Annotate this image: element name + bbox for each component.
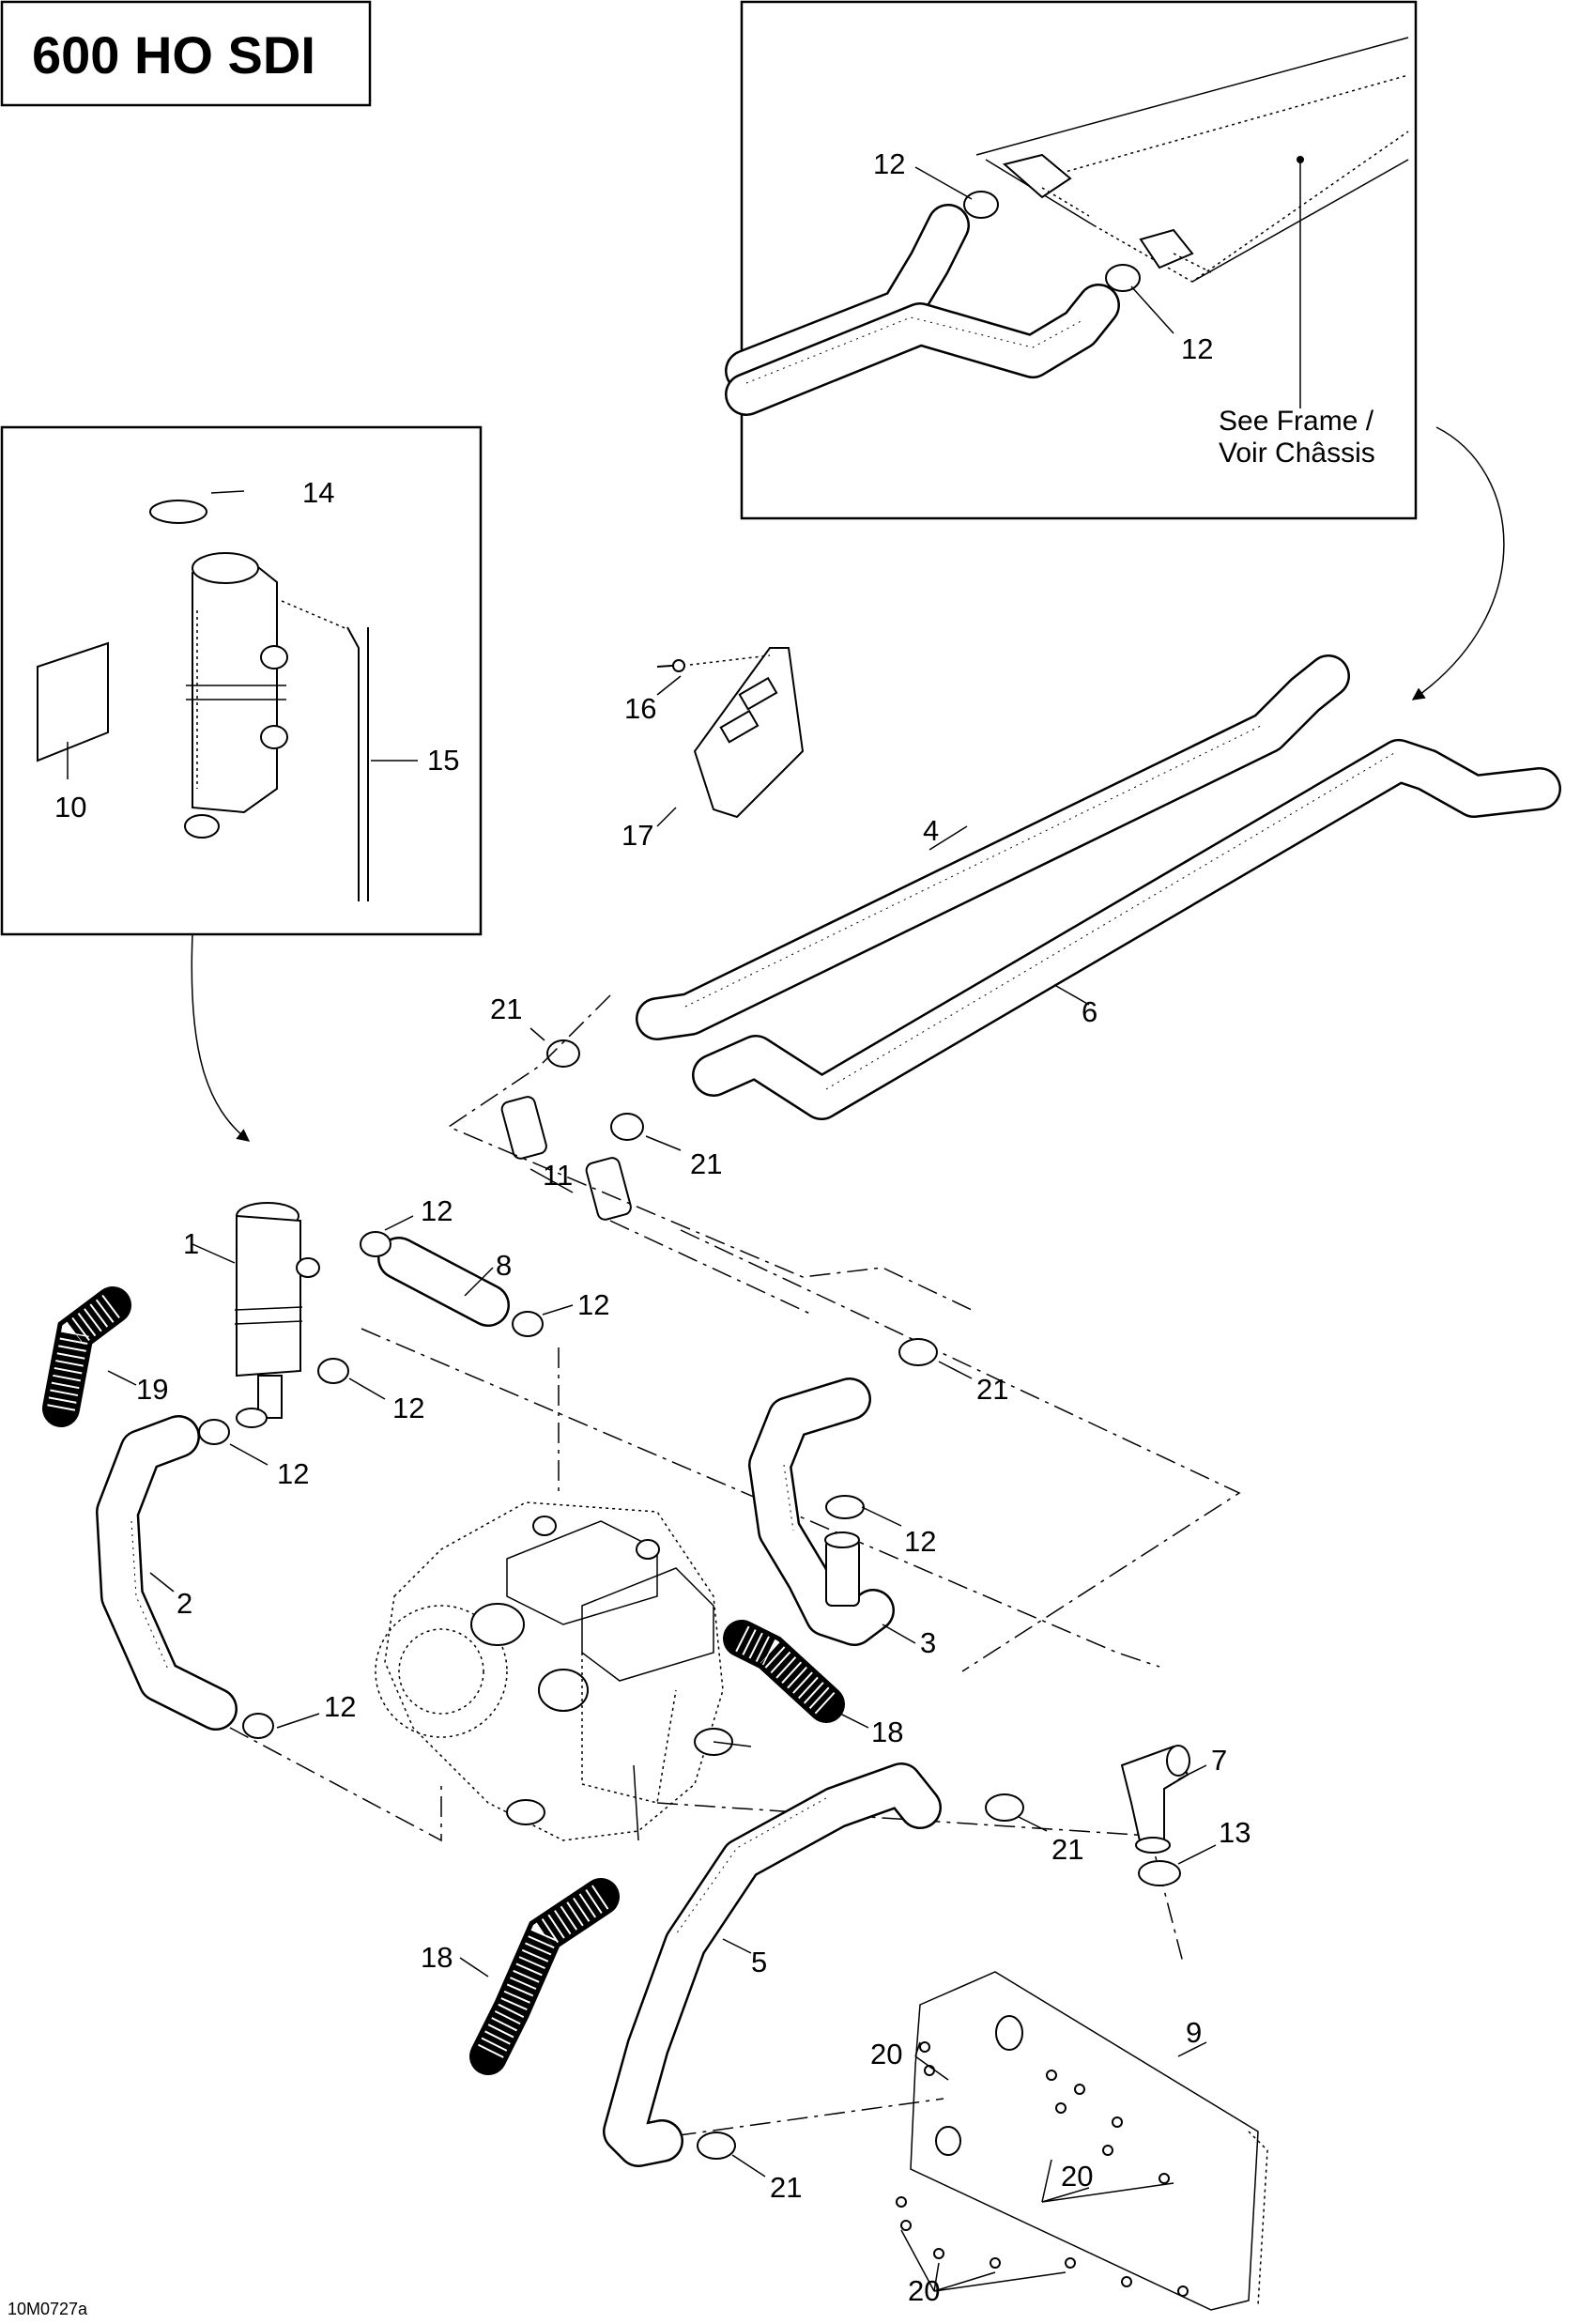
callout-21: 21 xyxy=(770,2171,802,2204)
clamp-12 xyxy=(317,1358,349,1384)
hose-5: 5 xyxy=(603,1762,942,2167)
callout-12: 12 xyxy=(904,1525,936,1558)
callout-3: 3 xyxy=(920,1626,936,1659)
callout-20: 20 xyxy=(870,2038,902,2070)
cover-plate-9: 9 20 20 20 xyxy=(870,1971,1268,2311)
callout-18: 18 xyxy=(871,1716,903,1748)
reservoir-1: 1 xyxy=(183,1202,320,1428)
callout-1: 1 xyxy=(183,1227,199,1260)
callout-7: 7 xyxy=(1211,1744,1227,1777)
clamp-21 xyxy=(898,1338,938,1366)
callout-18: 18 xyxy=(421,1941,453,1974)
bracket-plate: 16 17 xyxy=(622,647,805,852)
pipe-6: 6 xyxy=(692,739,1561,1120)
clamp-21 xyxy=(546,1039,580,1068)
callout-12: 12 xyxy=(277,1457,309,1490)
callout-15: 15 xyxy=(427,744,459,777)
callout-13: 13 xyxy=(1219,1816,1251,1849)
hose-18: 18 xyxy=(723,1620,903,1748)
frame-reference-line2: Voir Châssis xyxy=(1219,438,1375,469)
callout-21: 21 xyxy=(1051,1833,1083,1866)
callout-21: 21 xyxy=(976,1373,1008,1406)
callout-12: 12 xyxy=(392,1392,424,1424)
clamp-13 xyxy=(1138,1860,1181,1886)
pipe-4: 4 xyxy=(636,654,1350,1040)
callout-20: 20 xyxy=(1061,2160,1093,2193)
frame-reference-line1: See Frame / xyxy=(1219,406,1374,437)
callout-12: 12 xyxy=(421,1194,453,1227)
drawing-code: 10M0727a xyxy=(8,2300,88,2318)
callout-14: 14 xyxy=(302,476,334,509)
callout-8: 8 xyxy=(496,1249,512,1282)
clamp-21 xyxy=(697,2132,736,2160)
page-title: 600 HO SDI xyxy=(32,25,315,85)
callout-20: 20 xyxy=(908,2274,940,2307)
title-box: 600 HO SDI xyxy=(0,0,372,107)
callout-17: 17 xyxy=(622,819,653,852)
callout-12: 12 xyxy=(873,147,905,180)
callout-19: 19 xyxy=(136,1373,168,1406)
hose-18: 18 xyxy=(421,1878,620,2075)
callout-21: 21 xyxy=(490,993,522,1025)
callout-9: 9 xyxy=(1186,2016,1202,2049)
engine xyxy=(375,1501,752,1841)
reservoir-inset: 14 15 10 xyxy=(0,425,483,936)
callout-5: 5 xyxy=(751,1946,767,1978)
callout-11: 11 xyxy=(543,1159,573,1192)
clamp-21 xyxy=(610,1113,644,1141)
elbow-7: 7 xyxy=(1120,1744,1227,1854)
couplers-11: 11 xyxy=(500,1096,632,1221)
callout-10: 10 xyxy=(54,791,86,823)
callout-2: 2 xyxy=(176,1587,192,1620)
callout-12: 12 xyxy=(1181,332,1213,365)
callout-12: 12 xyxy=(324,1690,356,1723)
frame-inset: 12 12 See Frame / Voir Châssis xyxy=(725,0,1418,520)
hose-19: 19 xyxy=(42,1286,168,1427)
hose-3: 12 3 xyxy=(748,1377,936,1659)
clamp-12 xyxy=(198,1419,230,1445)
clamp-21 xyxy=(985,1793,1024,1822)
callout-4: 4 xyxy=(923,814,939,847)
hose-8: 8 xyxy=(360,1231,544,1337)
callout-12: 12 xyxy=(577,1288,609,1321)
callout-21: 21 xyxy=(690,1147,722,1180)
callout-6: 6 xyxy=(1082,995,1097,1028)
hose-2: 2 12 xyxy=(96,1415,356,1739)
callout-16: 16 xyxy=(624,692,656,725)
